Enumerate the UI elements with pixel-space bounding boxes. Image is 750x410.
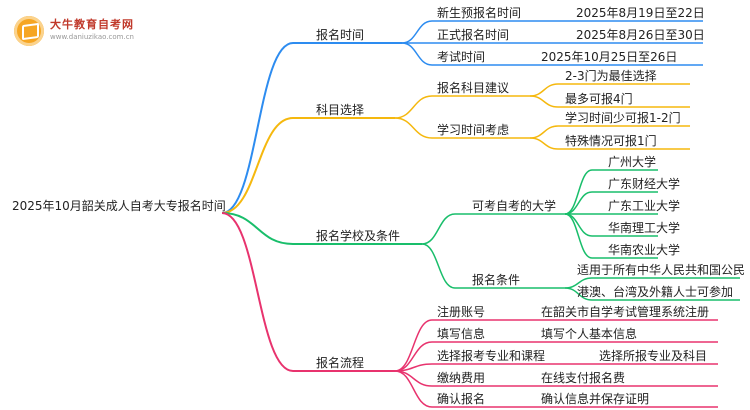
process-step-label-0: 注册账号	[437, 305, 486, 319]
process-connector-2	[394, 363, 433, 372]
site-logo: 大牛教育自考网 www.daniuzikao.com.cn	[14, 14, 154, 48]
subject-item-connector-0-0	[529, 83, 559, 97]
subject-item-connector-1-0	[529, 125, 559, 139]
process-step-label-1: 填写信息	[437, 327, 486, 341]
branch-connector-1	[221, 117, 294, 214]
school-item-0-2: 广东工业大学	[608, 199, 681, 213]
school-item-0-3: 华南理工大学	[608, 221, 681, 235]
subject-item-connector-1-1	[529, 137, 559, 150]
branch-connector-0	[221, 42, 294, 214]
school-item-0-4: 华南农业大学	[608, 243, 681, 257]
time-item-label-2: 考试时间	[437, 50, 486, 64]
branch-connector-3	[221, 212, 294, 372]
school-item-connector-1-1	[564, 287, 593, 301]
subject-item-1-0: 学习时间少可报1-2门	[565, 111, 681, 125]
school-item-1-1: 港澳、台湾及外籍人士可参加	[577, 285, 734, 299]
school-item-0-0: 广州大学	[608, 155, 657, 169]
process-step-label-3: 缴纳费用	[437, 371, 486, 385]
branch-connector-2	[221, 212, 294, 245]
process-step-detail-2: 选择所报专业及科目	[599, 349, 708, 363]
subject-item-1-1: 特殊情况可报1门	[565, 134, 657, 148]
root-topic: 2025年10月韶关成人自考大专报名时间	[12, 199, 226, 213]
branch-label-3: 报名流程	[316, 356, 365, 370]
subject-group-label-0: 报名科目建议	[437, 81, 510, 95]
subject-item-0-1: 最多可报4门	[565, 92, 633, 106]
process-step-detail-4: 确认信息并保存证明	[541, 392, 650, 406]
subject-item-0-0: 2-3门为最佳选择	[565, 69, 657, 83]
time-connector-2	[401, 42, 433, 66]
subject-connector-1	[394, 117, 433, 139]
branch-label-0: 报名时间	[316, 28, 365, 42]
school-group-label-1: 报名条件	[472, 273, 521, 287]
process-step-detail-0: 在韶关市自学考试管理系统注册	[541, 305, 710, 319]
school-item-connector-0-3	[564, 213, 593, 237]
time-item-label-0: 新生预报名时间	[437, 6, 522, 20]
subject-group-label-1: 学习时间考虑	[437, 123, 510, 137]
school-connector-1	[421, 243, 456, 289]
process-step-detail-3: 在线支付报名费	[541, 371, 626, 385]
school-group-label-0: 可考自考的大学	[472, 199, 557, 213]
process-step-label-2: 选择报考专业和课程	[437, 349, 546, 363]
school-connector-0	[421, 213, 456, 245]
time-item-detail-1: 2025年8月26日至30日	[576, 28, 705, 42]
branch-label-1: 科目选择	[316, 103, 365, 117]
time-item-detail-0: 2025年8月19日至22日	[576, 6, 705, 20]
school-item-1-0: 适用于所有中华人民共和国公民	[577, 263, 746, 277]
time-item-label-1: 正式报名时间	[437, 28, 510, 42]
subject-item-connector-0-1	[529, 95, 559, 108]
school-item-0-1: 广东财经大学	[608, 177, 681, 191]
time-connector-0	[401, 20, 433, 44]
process-step-detail-1: 填写个人基本信息	[541, 327, 638, 341]
branch-label-2: 报名学校及条件	[316, 229, 401, 243]
process-connector-3	[394, 370, 433, 387]
logo-url: www.daniuzikao.com.cn	[50, 33, 134, 41]
process-step-label-4: 确认报名	[437, 392, 486, 406]
time-item-detail-2: 2025年10月25日至26日	[541, 50, 678, 64]
logo-title: 大牛教育自考网	[50, 18, 134, 31]
book-icon	[14, 16, 44, 46]
school-item-connector-0-4	[564, 213, 593, 259]
process-connector-0	[394, 319, 433, 372]
process-connector-4	[394, 370, 433, 408]
subject-connector-0	[394, 95, 433, 119]
school-item-connector-0-1	[564, 191, 593, 215]
